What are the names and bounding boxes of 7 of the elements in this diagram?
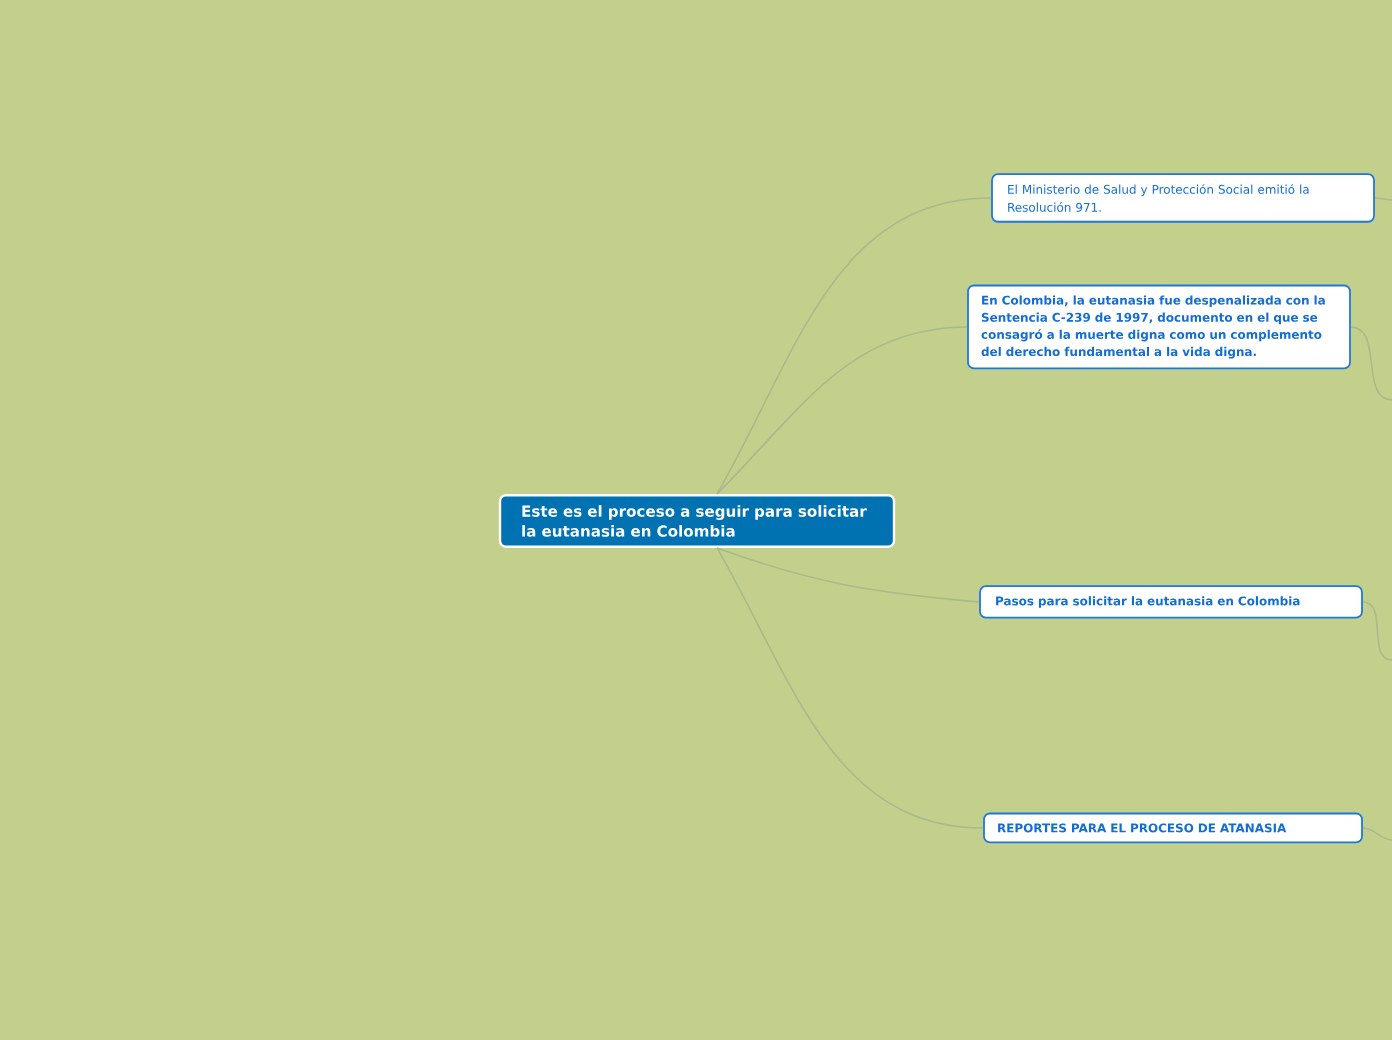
connector [1362, 601, 1392, 661]
connector [716, 197, 992, 495]
connector [716, 326, 968, 495]
connector [716, 547, 984, 829]
connector [1350, 326, 1392, 401]
connector [1362, 827, 1392, 841]
connector [716, 547, 980, 603]
